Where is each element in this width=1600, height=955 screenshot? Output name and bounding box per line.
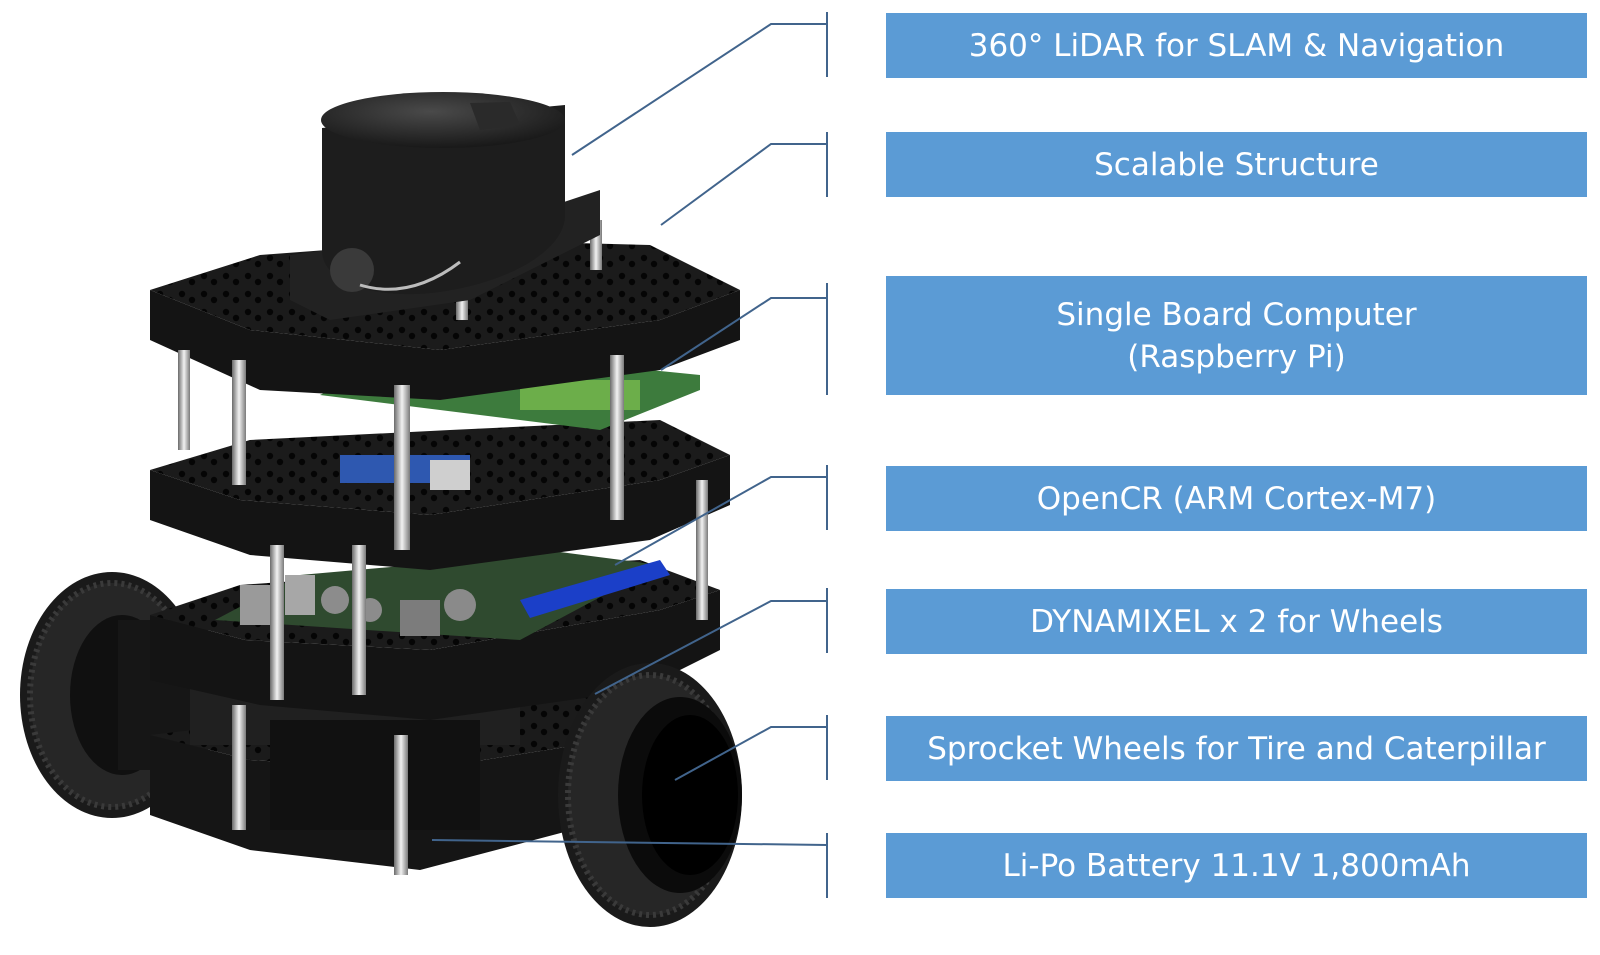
lidar-unit <box>290 92 600 320</box>
standoffs <box>178 220 708 875</box>
label-opencr: OpenCR (ARM Cortex-M7) <box>886 466 1587 531</box>
leader-opencr <box>614 465 828 566</box>
label-lidar-line-1: 360° LiDAR for SLAM & Navigation <box>968 27 1505 64</box>
label-opencr-line-1: OpenCR (ARM Cortex-M7) <box>1036 480 1437 517</box>
leader-dynamixel <box>594 588 828 695</box>
label-sprocket-wheels: Sprocket Wheels for Tire and Caterpillar <box>886 716 1587 781</box>
leader-sprocket <box>674 715 828 781</box>
label-battery: Li-Po Battery 11.1V 1,800mAh <box>886 833 1587 898</box>
label-dynamixel-line-1: DYNAMIXEL x 2 for Wheels <box>1030 603 1443 640</box>
leader-battery <box>431 833 828 898</box>
leader-lines <box>431 12 828 898</box>
label-scalable-structure: Scalable Structure <box>886 132 1587 197</box>
label-dynamixel: DYNAMIXEL x 2 for Wheels <box>886 589 1587 654</box>
label-sprocket-line-1: Sprocket Wheels for Tire and Caterpillar <box>927 730 1546 767</box>
label-sbc-line-1: Single Board Computer <box>1056 296 1417 333</box>
leader-structure <box>660 132 828 226</box>
label-battery-line-1: Li-Po Battery 11.1V 1,800mAh <box>1002 847 1471 884</box>
sbc-layer <box>150 365 730 570</box>
label-single-board-computer: Single Board Computer (Raspberry Pi) <box>886 276 1587 395</box>
opencr-layer <box>150 552 720 720</box>
leader-lidar <box>571 12 828 156</box>
label-sbc-line-2: (Raspberry Pi) <box>1127 338 1346 375</box>
label-lidar: 360° LiDAR for SLAM & Navigation <box>886 13 1587 78</box>
right-wheel <box>558 663 742 927</box>
label-structure-line-1: Scalable Structure <box>1094 146 1379 183</box>
leader-sbc <box>660 283 828 395</box>
